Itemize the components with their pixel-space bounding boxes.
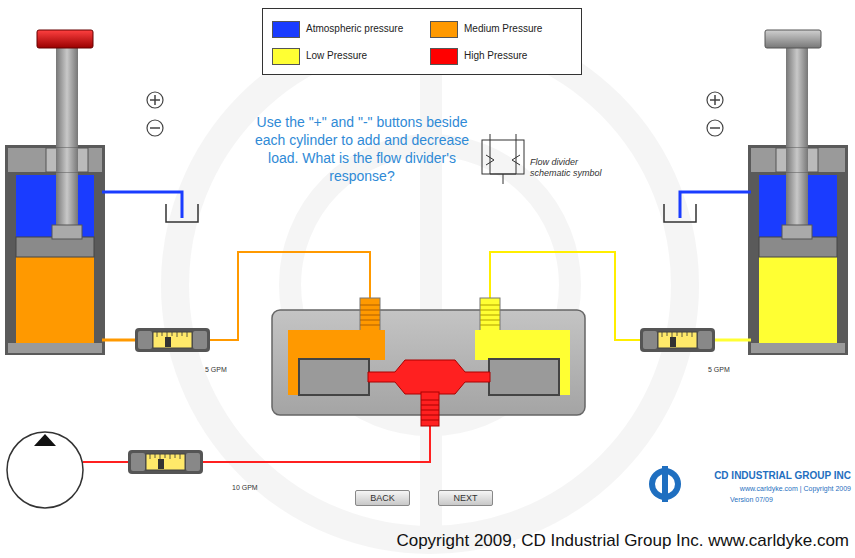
left-cylinder (5, 30, 198, 355)
right-cylinder (664, 204, 696, 222)
load-buttons (147, 92, 163, 136)
right-cylinder (664, 30, 848, 355)
flow-divider-symbol (486, 155, 520, 165)
flow-divider-symbol (490, 140, 516, 184)
legend-text: Atmospheric pressure (306, 23, 403, 34)
right-cylinder (759, 237, 837, 257)
left-cylinder (166, 204, 198, 222)
company-text: CD INDUSTRIAL GROUP INC (714, 470, 851, 481)
left-cylinder (52, 225, 82, 239)
nav-button: NEXT (438, 490, 493, 506)
company-text: Version 07/09 (730, 496, 773, 503)
right-cylinder (786, 148, 808, 172)
left-cylinder (37, 30, 93, 48)
flow-divider-valve (480, 305, 500, 325)
pump-symbol (7, 432, 83, 508)
flowmeter (640, 328, 715, 352)
flow-divider-valve (360, 298, 380, 332)
right-cylinder (680, 192, 751, 218)
pump-symbol (34, 434, 56, 446)
nav-button: BACK (355, 490, 410, 506)
flow-divider-valve (421, 400, 439, 420)
legend-swatch (272, 48, 300, 65)
right-cylinder (782, 225, 812, 239)
load-buttons (707, 92, 723, 136)
watermark-logo (420, 20, 442, 550)
flow-divider-valve (475, 330, 570, 395)
flowmeter (135, 328, 210, 352)
flow-divider-valve (298, 358, 370, 396)
flow-rate-label: 5 GPM (708, 366, 730, 373)
flow-rate-label: 10 GPM (232, 484, 258, 491)
flow-divider-valve (421, 392, 439, 426)
legend-swatch (430, 48, 458, 65)
flow-divider-valve (488, 358, 560, 396)
legend-swatch (430, 21, 458, 38)
high-pressure-line (200, 425, 430, 462)
left-cylinder (8, 343, 102, 353)
flow-divider-valve (288, 330, 385, 395)
flow-divider-symbol (482, 140, 524, 174)
legend-swatch (272, 21, 300, 38)
left-cylinder (8, 148, 102, 172)
flow-rate-label: 5 GPM (205, 366, 227, 373)
right-cylinder (715, 339, 751, 342)
left-cylinder (46, 148, 88, 172)
legend-text: High Pressure (464, 50, 527, 61)
company-text: www.carldyke.com | Copyright 2009 (740, 485, 851, 492)
left-cylinder (16, 237, 94, 257)
left-cylinder (56, 46, 78, 238)
left-cylinder (16, 257, 94, 343)
right-cylinder (751, 343, 845, 353)
flow-divider-symbol (482, 134, 524, 184)
flow-divider-valve (272, 298, 585, 426)
flow-divider-valve (480, 298, 500, 332)
copyright-caption: Copyright 2009, CD Industrial Group Inc.… (396, 531, 849, 551)
left-cylinder (102, 339, 136, 342)
flowmeter (128, 450, 203, 474)
flow-divider-symbol (490, 134, 516, 140)
flow-divider-valve (300, 360, 368, 394)
pump-symbol (7, 432, 83, 508)
legend-text: Low Pressure (306, 50, 367, 61)
flow-divider-valve (490, 360, 558, 394)
watermark-logo (175, 20, 685, 550)
flow-divider-valve (368, 360, 490, 394)
pump-line (83, 461, 130, 463)
right-cylinder (786, 46, 808, 238)
symbol-caption: Flow divider schematic symbol (530, 157, 602, 179)
left-cylinder (5, 145, 105, 355)
button-label: BACK (370, 493, 395, 503)
flow-divider-valve (360, 305, 380, 325)
left-cylinder (56, 148, 78, 172)
legend-text: Medium Pressure (464, 23, 542, 34)
right-cylinder (776, 148, 818, 172)
company-logo (649, 466, 681, 502)
button-label: NEXT (453, 493, 477, 503)
left-cylinder (102, 192, 182, 218)
right-cylinder (765, 30, 821, 48)
right-cylinder (751, 148, 845, 172)
instruction-text: Use the "+" and "-" buttons beside each … (248, 113, 476, 185)
company-logo (662, 466, 668, 502)
right-cylinder (759, 257, 837, 343)
legend-box: Atmospheric pressure Medium PressureLow P… (262, 8, 582, 75)
